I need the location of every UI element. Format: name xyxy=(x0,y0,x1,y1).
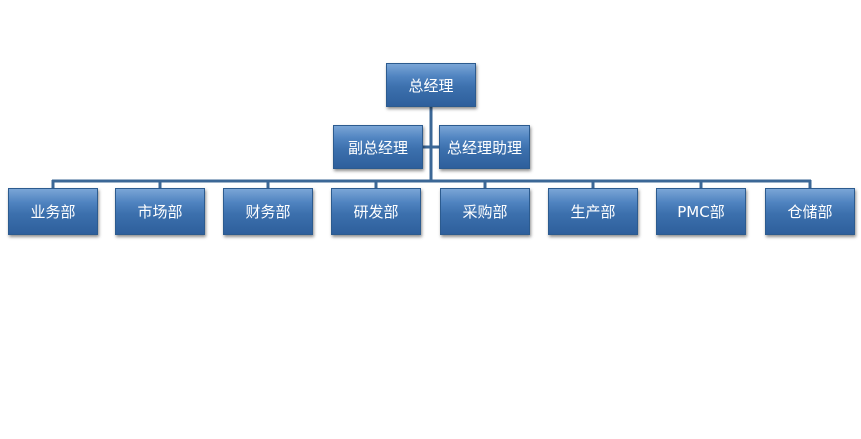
node-deputy-general-manager: 副总经理 xyxy=(333,125,423,169)
node-gm-assistant: 总经理助理 xyxy=(439,125,530,169)
node-label: 业务部 xyxy=(30,203,76,221)
node-label: 采购部 xyxy=(462,203,508,221)
node-label: 财务部 xyxy=(245,203,291,221)
node-label: 生产部 xyxy=(570,203,616,221)
node-label: 副总经理 xyxy=(347,138,408,157)
node-dept-finance: 财务部 xyxy=(223,188,313,235)
node-dept-production: 生产部 xyxy=(548,188,638,235)
node-label: 市场部 xyxy=(137,203,183,221)
node-dept-business: 业务部 xyxy=(8,188,98,235)
node-label: 总经理 xyxy=(408,76,454,95)
node-label: PMC部 xyxy=(677,203,725,221)
node-dept-pmc: PMC部 xyxy=(656,188,746,235)
node-dept-marketing: 市场部 xyxy=(115,188,205,235)
node-label: 研发部 xyxy=(353,203,399,221)
node-general-manager: 总经理 xyxy=(386,63,476,107)
node-label: 总经理助理 xyxy=(446,138,522,157)
node-dept-warehouse: 仓储部 xyxy=(765,188,855,235)
node-dept-purchasing: 采购部 xyxy=(440,188,530,235)
node-label: 仓储部 xyxy=(787,203,833,221)
node-dept-rnd: 研发部 xyxy=(331,188,421,235)
